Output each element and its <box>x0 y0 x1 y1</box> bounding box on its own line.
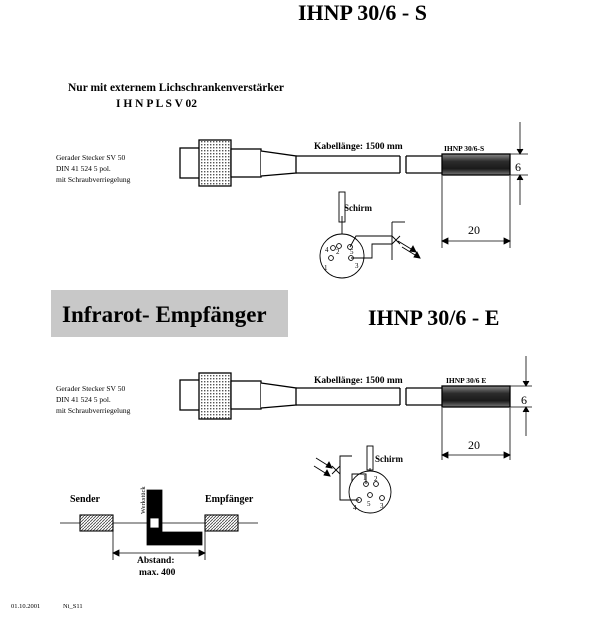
sender-cable-length: Kabellänge: 1500 mm <box>314 142 403 152</box>
sender-plug-line2: DIN 41 524 5 pol. <box>56 164 111 173</box>
receiver-tube-label: IHNP 30/6 E <box>446 376 486 385</box>
setup-distance-line2: max. 400 <box>139 568 176 578</box>
sender-dim-length-value: 20 <box>468 223 480 237</box>
receiver-cable-length: Kabellänge: 1500 mm <box>314 376 403 386</box>
sender-plug-cap <box>179 147 201 179</box>
sender-pin-3: 3 <box>355 262 359 270</box>
setup-sketch <box>60 489 258 560</box>
receiver-connector-drawing <box>179 372 511 420</box>
sender-led-icon <box>397 240 421 259</box>
receiver-plug-line2: DIN 41 524 5 pol. <box>56 395 111 404</box>
sender-tube-label: IHNP 30/6-S <box>444 144 484 153</box>
sender-connector-drawing <box>179 139 511 187</box>
sender-plug-outline <box>319 233 365 279</box>
receiver-banner-text: Infrarot- Empfänger <box>62 302 267 327</box>
receiver-plug-cap <box>179 379 201 411</box>
sender-plug-body <box>230 148 262 178</box>
sender-dim-diameter-value: 6 <box>515 160 521 174</box>
receiver-plug-body <box>230 380 262 410</box>
receiver-banner-bg <box>51 290 288 337</box>
receiver-shield-label: Schirm <box>375 454 404 464</box>
receiver-cable-taper <box>260 382 297 409</box>
sender-note-line2: I H N P L S V 02 <box>116 98 197 110</box>
setup-receiver-block <box>204 514 239 532</box>
setup-receiver-label: Empfänger <box>205 494 254 505</box>
receiver-pin-2: 2 <box>374 475 378 483</box>
sender-shield-label: Schirm <box>344 203 373 213</box>
receiver-pin-4: 4 <box>353 504 357 512</box>
sender-dim-length <box>441 176 511 248</box>
receiver-pin-3: 3 <box>380 502 384 510</box>
setup-distance-line1: Abstand: <box>137 556 175 566</box>
receiver-title: IHNP 30/6 - E <box>368 305 499 330</box>
sender-plug-knurl <box>198 139 232 187</box>
receiver-plug-line1: Gerader Stecker SV 50 <box>56 384 125 393</box>
sender-note-line1: Nur mit externem Lichschrankenverstärker <box>68 82 284 94</box>
receiver-dim-length <box>441 408 511 460</box>
receiver-pinout <box>331 445 392 514</box>
receiver-pin-1: 1 <box>363 474 367 482</box>
sender-pin-5: 5 <box>350 248 354 256</box>
sender-plug-line3: mit Schraubverriegelung <box>56 175 131 184</box>
sender-pinout <box>319 191 405 279</box>
sender-cable-taper <box>260 150 297 177</box>
receiver-sensor-tube <box>441 385 511 408</box>
setup-sender-block <box>79 514 114 532</box>
receiver-dim-length-value: 20 <box>468 438 480 452</box>
receiver-plug-knurl <box>198 372 232 420</box>
sender-dim-diameter <box>510 122 528 205</box>
receiver-photodiode-icon <box>313 457 333 477</box>
sender-plug-line1: Gerader Stecker SV 50 <box>56 153 125 162</box>
sender-pin-4: 4 <box>325 246 329 254</box>
sender-sensor-tube <box>441 153 511 176</box>
sender-title: IHNP 30/6 - S <box>298 0 427 25</box>
receiver-plug-line3: mit Schraubverriegelung <box>56 406 131 415</box>
setup-sender-label: Sender <box>70 494 101 505</box>
sender-pin-2: 2 <box>336 248 340 256</box>
sender-pin-1: 1 <box>324 264 328 272</box>
footer-date: 01.10.2001 <box>11 603 40 610</box>
setup-workpiece-label: Werkstück <box>140 486 147 514</box>
receiver-dim-diameter <box>510 356 532 436</box>
setup-workpiece <box>146 489 203 546</box>
receiver-pin-5: 5 <box>367 500 371 508</box>
footer-ref: Ni_S11 <box>63 603 83 610</box>
receiver-dim-diameter-value: 6 <box>521 393 527 407</box>
